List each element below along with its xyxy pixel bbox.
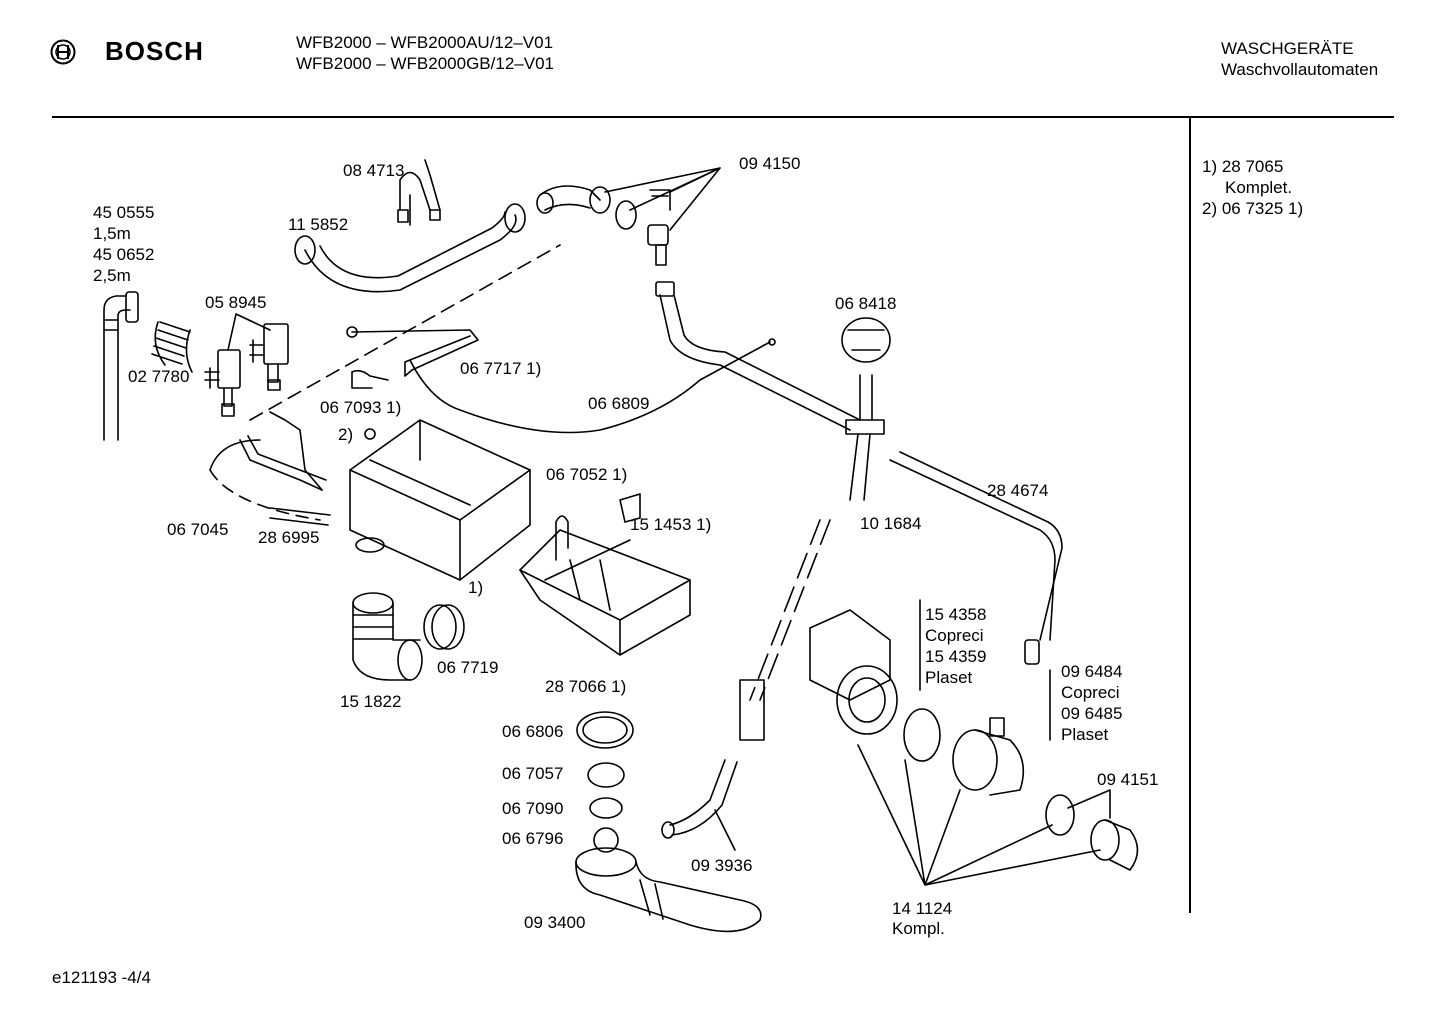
part-pump-filter bbox=[1090, 819, 1139, 871]
part-drawer bbox=[519, 529, 691, 656]
label-450652: 45 0652 bbox=[93, 245, 155, 264]
label-067717-1: 06 7717 1) bbox=[460, 359, 542, 378]
brand-name: BOSCH bbox=[105, 36, 204, 66]
notes-panel: 1) 28 7065 Komplet. 2) 06 7325 1) bbox=[1202, 156, 1303, 219]
label-1: 1) bbox=[468, 578, 484, 597]
label-copreci-2: Copreci bbox=[1061, 683, 1120, 702]
part-bracket bbox=[346, 326, 479, 377]
category-header: WASCHGERÄTE Waschvollautomaten bbox=[1221, 38, 1378, 80]
label-154359: 15 4359 bbox=[925, 647, 987, 666]
part-seal-066806 bbox=[576, 711, 634, 749]
part-ring bbox=[423, 604, 465, 650]
part-drain-hose bbox=[661, 679, 765, 839]
label-067719: 06 7719 bbox=[437, 658, 499, 677]
category-line-2: Waschvollautomaten bbox=[1221, 60, 1379, 79]
label-141124: 14 1124 bbox=[892, 899, 953, 918]
label-287066-1: 28 7066 1) bbox=[545, 677, 627, 696]
part-lever bbox=[351, 369, 389, 389]
part-seal-067057 bbox=[587, 762, 625, 788]
label-093400: 09 3400 bbox=[524, 913, 586, 932]
part-pressure-switch bbox=[841, 317, 891, 435]
model-line-2: WFB2000 – WFB2000GB/12–V01 bbox=[296, 54, 554, 73]
part-tubes bbox=[209, 411, 327, 521]
note-2: 2) 06 7325 1) bbox=[1202, 199, 1304, 218]
part-elbow bbox=[536, 185, 611, 214]
part-cable bbox=[409, 338, 776, 434]
label-copreci-1: Copreci bbox=[925, 626, 984, 645]
part-pump-seal bbox=[1045, 794, 1075, 836]
part-bellow bbox=[352, 592, 423, 681]
label-067093-1: 06 7093 1) bbox=[320, 398, 402, 417]
label-286995: 28 6995 bbox=[258, 528, 320, 547]
label-094150: 09 4150 bbox=[739, 154, 801, 173]
label-115852: 11 5852 bbox=[288, 215, 349, 234]
label-151822: 15 1822 bbox=[340, 692, 402, 711]
part-pump-cover bbox=[952, 717, 1025, 796]
label-2: 2) bbox=[338, 425, 354, 444]
part-dispenser-housing bbox=[349, 419, 531, 581]
part-upper-hose bbox=[294, 203, 526, 293]
part-short-hose bbox=[269, 507, 331, 526]
part-ball-066796 bbox=[593, 827, 619, 853]
part-cap bbox=[619, 493, 641, 523]
part-elbow-ring bbox=[615, 200, 637, 230]
label-450555: 45 0555 bbox=[93, 203, 155, 222]
model-header: WFB2000 – WFB2000AU/12–V01 WFB2000 – WFB… bbox=[296, 32, 554, 74]
label-066809: 06 6809 bbox=[588, 394, 650, 413]
document-code: e121193 -4/4 bbox=[52, 968, 151, 987]
part-main-hose bbox=[655, 281, 1063, 665]
label-plaset-1: Plaset bbox=[925, 668, 973, 687]
label-2-5m: 2,5m bbox=[93, 266, 131, 285]
part-filter-spring bbox=[151, 321, 193, 373]
note-1-detail: Komplet. bbox=[1225, 178, 1293, 197]
note-1: 1) 28 7065 bbox=[1202, 157, 1284, 176]
part-inlet-valve-right bbox=[249, 323, 289, 391]
part-elbow-clamp bbox=[647, 189, 671, 266]
part-sump bbox=[575, 847, 762, 933]
label-067057: 06 7057 bbox=[502, 764, 564, 783]
label-067045: 06 7045 bbox=[167, 520, 229, 539]
label-058945: 05 8945 bbox=[205, 293, 267, 312]
part-pump bbox=[809, 609, 898, 735]
label-096485: 09 6485 bbox=[1061, 704, 1123, 723]
label-066796: 06 6796 bbox=[502, 829, 564, 848]
label-094151: 09 4151 bbox=[1097, 770, 1159, 789]
label-kompl: Kompl. bbox=[892, 919, 945, 938]
label-093936: 09 3936 bbox=[691, 856, 753, 875]
label-067052-1: 06 7052 1) bbox=[546, 465, 628, 484]
label-027780: 02 7780 bbox=[128, 367, 190, 386]
label-284674: 28 4674 bbox=[987, 481, 1049, 500]
part-inlet-valve-left bbox=[204, 349, 241, 417]
model-line-1: WFB2000 – WFB2000AU/12–V01 bbox=[296, 33, 554, 52]
label-plaset-2: Plaset bbox=[1061, 725, 1109, 744]
part-seal-067090 bbox=[589, 797, 623, 819]
label-068418: 06 8418 bbox=[835, 294, 897, 313]
part-inlet-hose bbox=[103, 291, 139, 441]
category-line-1: WASCHGERÄTE bbox=[1221, 39, 1354, 58]
label-067090: 06 7090 bbox=[502, 799, 564, 818]
label-151453-1: 15 1453 1) bbox=[630, 515, 712, 534]
label-101684: 10 1684 bbox=[860, 514, 922, 533]
bosch-armature-icon bbox=[50, 39, 76, 65]
label-1-5m: 1,5m bbox=[93, 224, 131, 243]
part-small-spring bbox=[364, 428, 376, 440]
label-096484: 09 6484 bbox=[1061, 662, 1123, 681]
part-pump-ring bbox=[903, 708, 941, 762]
part-hose-clip bbox=[397, 159, 441, 226]
label-066806: 06 6806 bbox=[502, 722, 564, 741]
part-clip-u bbox=[555, 515, 569, 561]
label-084713: 08 4713 bbox=[343, 161, 405, 180]
part-tube-10-1684 bbox=[849, 433, 871, 501]
label-154358: 15 4358 bbox=[925, 605, 987, 624]
